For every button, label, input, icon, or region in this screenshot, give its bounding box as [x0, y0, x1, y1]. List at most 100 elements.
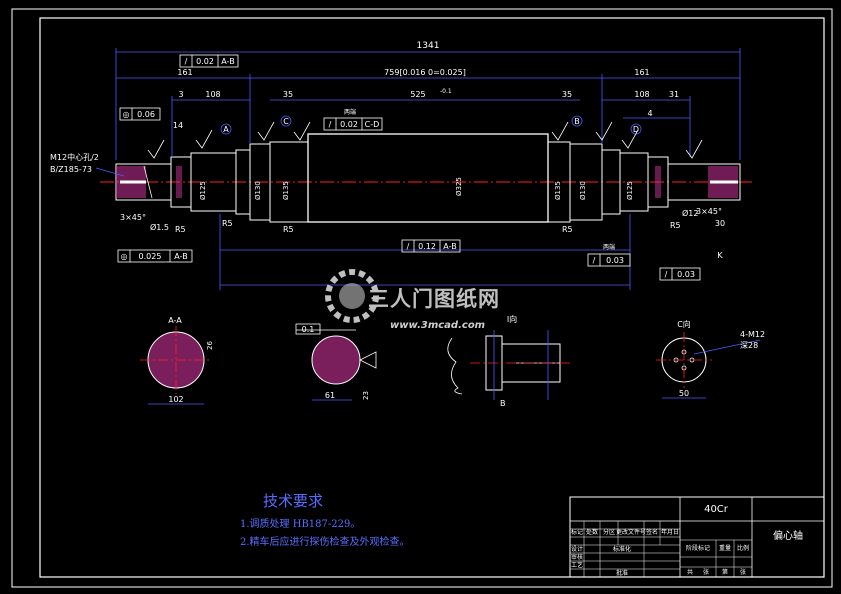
dim-14: 14	[173, 121, 183, 130]
svg-text:/: /	[185, 57, 188, 66]
tb-cell-date: 年月日	[661, 528, 679, 536]
dia-12: Ø12	[682, 208, 698, 218]
dim-4: 4	[647, 109, 652, 118]
gear-icon	[325, 269, 379, 323]
tol-top-left-value: 0.02	[196, 57, 214, 66]
tol-c-frame-ref: C-D	[365, 120, 380, 129]
dia-right-2: Ø130	[579, 181, 587, 200]
tol-top-left-ref: A-B	[221, 57, 234, 66]
tb-cell-stage: 阶段标记	[686, 544, 710, 552]
mark-c: C	[283, 117, 289, 126]
tb-cell-standard: 标准化	[613, 545, 631, 553]
dim-k: K	[717, 251, 723, 260]
dim-right-30: 30	[715, 219, 725, 228]
tol-label-center: 两端	[344, 108, 356, 116]
dim-right-step-31: 31	[669, 90, 679, 99]
view-c: C向 4-M12 深28 50	[656, 319, 765, 399]
svg-text:/: /	[665, 270, 668, 279]
tb-cell-sheets-b: 张	[740, 568, 746, 576]
dia-right-1: Ø135	[554, 181, 562, 200]
technical-requirements: 技术要求 1.调质处理 HB187-229。 2.精车后应进行探伤检查及外观检查…	[240, 492, 410, 548]
shaft-annotations: M12中心孔/2 B/Z185-73 3×45° 3×45° R5 R5 R5 …	[50, 115, 722, 234]
right-keyway-hatch	[655, 166, 661, 198]
dim-span-middle: 759[0.016 0=0.025]	[384, 68, 466, 77]
dia-right-3: Ø125	[626, 181, 634, 200]
detail-mark: B	[500, 399, 506, 408]
tol-left-runout: 0.06	[137, 110, 155, 119]
tb-cell-process: 工艺	[571, 561, 583, 569]
view-c-note-2: 深28	[740, 341, 758, 350]
chamfer-left: 3×45°	[120, 213, 146, 222]
section-bb-width: 61	[325, 391, 335, 400]
tech-title: 技术要求	[263, 492, 323, 510]
tol-label-right: 两端	[603, 243, 615, 251]
tolerance-frames: / 0.02 A-B ◎ 0.06 / 0.02 C-D 两端 / 0.12 A…	[117, 54, 701, 281]
view-c-width: 50	[679, 389, 689, 398]
detail-label: I向	[507, 314, 517, 324]
tb-cell-mark: 标记	[571, 528, 583, 536]
outer-frame	[11, 8, 833, 588]
watermark-url: www.3mcad.com	[390, 320, 485, 331]
section-aa-height: 26	[206, 341, 214, 350]
section-a-a: A-A 102 26	[140, 316, 214, 405]
section-aa-width: 102	[168, 395, 183, 404]
dim-left-step-108: 108	[205, 90, 220, 99]
left-thread-note-1: M12中心孔/2	[50, 152, 99, 162]
radius-r5-d: R5	[562, 225, 573, 234]
tol-bottom-right-value: 0.03	[606, 256, 624, 265]
svg-text:◎: ◎	[121, 252, 128, 261]
dim-span-left: 161	[177, 68, 192, 77]
dia-1-5: Ø1.5	[150, 222, 169, 232]
mark-a: A	[223, 125, 229, 134]
mark-b: B	[574, 117, 580, 126]
tol-right-small-value: 0.03	[677, 270, 695, 279]
dim-center-length-tol: -0.1	[440, 88, 452, 95]
tb-cell-no: 第	[722, 568, 728, 576]
tb-cell-zone: 分区	[603, 528, 615, 536]
tb-cell-scale: 比例	[737, 544, 749, 552]
watermark: 三人门图纸网 www.3mcad.com	[325, 269, 500, 331]
inner-frame	[39, 17, 825, 578]
tol-bottom-mid-value: 0.12	[418, 242, 436, 251]
left-keyway-hatch	[176, 166, 182, 198]
tb-cell-approve: 批准	[616, 569, 628, 577]
radius-r5-e: R5	[670, 221, 681, 230]
radius-r5-a: R5	[175, 225, 186, 234]
tol-c-frame-value: 0.02	[340, 120, 358, 129]
tb-cell-review: 审核	[571, 553, 583, 561]
tech-item-2: 2.精车后应进行探伤检查及外观检查。	[240, 535, 410, 548]
dim-left-step-small: 3	[178, 90, 183, 99]
dim-left-step-35: 35	[283, 90, 293, 99]
tol-bottom-left-value: 0.025	[139, 252, 162, 261]
svg-text:◎: ◎	[123, 110, 130, 119]
detail-view-i: I向 B	[447, 314, 570, 408]
radius-r5-b: R5	[222, 219, 233, 228]
tb-cell-sign: 签名	[646, 528, 658, 536]
radius-r5-c: R5	[283, 225, 294, 234]
section-aa-label: A-A	[168, 316, 182, 325]
section-bb-tol: 0.1	[302, 325, 315, 334]
left-chamfer-line	[143, 165, 153, 199]
shaft-main-view	[100, 133, 752, 223]
svg-text:/: /	[329, 120, 332, 129]
left-thread-note-2: B/Z185-73	[50, 165, 92, 174]
dia-left-1: Ø125	[199, 181, 207, 200]
svg-text:/: /	[593, 256, 596, 265]
svg-text:/: /	[407, 242, 410, 251]
right-end-stub	[667, 163, 741, 201]
tol-bottom-left-ref: A-B	[174, 252, 187, 261]
dia-center: Ø325	[455, 177, 463, 196]
tech-item-1: 1.调质处理 HB187-229。	[240, 518, 360, 530]
view-c-label: C向	[677, 319, 691, 329]
tb-cell-total: 共	[687, 568, 693, 576]
mark-d: D	[633, 125, 639, 134]
view-c-note-1: 4-M12	[740, 330, 765, 339]
section-bb-height: 23	[362, 391, 370, 400]
top-dimensions: 1341 161 759[0.016 0=0.025] 161 3 108 35…	[173, 41, 725, 260]
tb-cell-count: 处数	[586, 528, 598, 536]
dim-span-right: 161	[634, 68, 649, 77]
watermark-brand: 三人门图纸网	[368, 287, 500, 311]
tb-cell-design: 设计	[571, 545, 583, 553]
